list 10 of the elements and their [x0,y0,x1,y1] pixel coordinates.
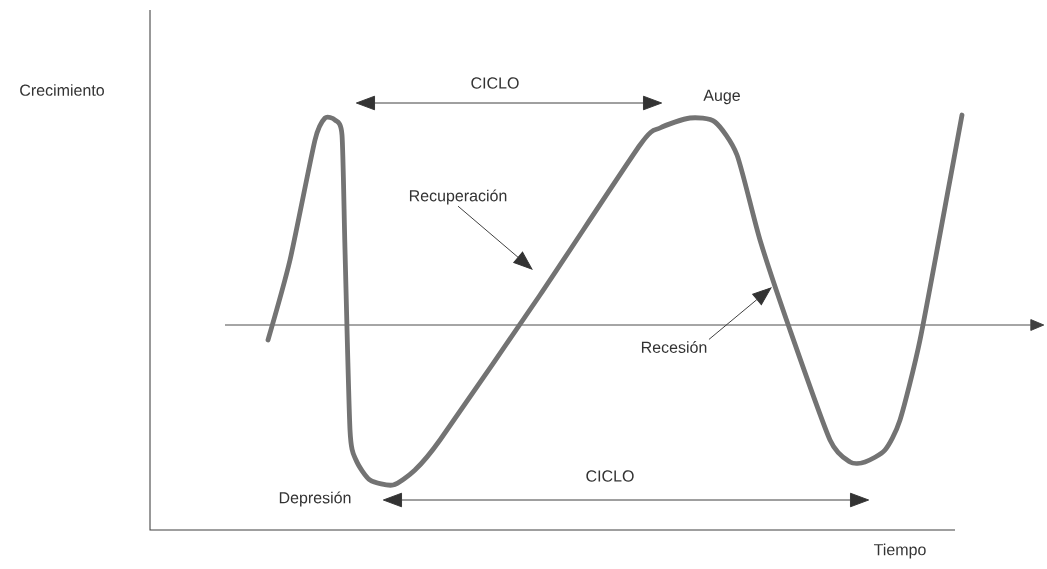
axis-label: Tiempo [874,543,926,559]
annotation-text: Recesión [641,341,707,353]
text-label: CICLO [586,470,634,482]
annotation-text: Recuperación [409,189,507,205]
axis-label: Crecimiento [20,84,104,96]
text-label: Depresión [279,491,351,507]
leader-line [708,287,772,340]
text-label: CICLO [471,77,519,89]
leader-line [457,205,533,270]
text-label: Auge [703,89,740,105]
